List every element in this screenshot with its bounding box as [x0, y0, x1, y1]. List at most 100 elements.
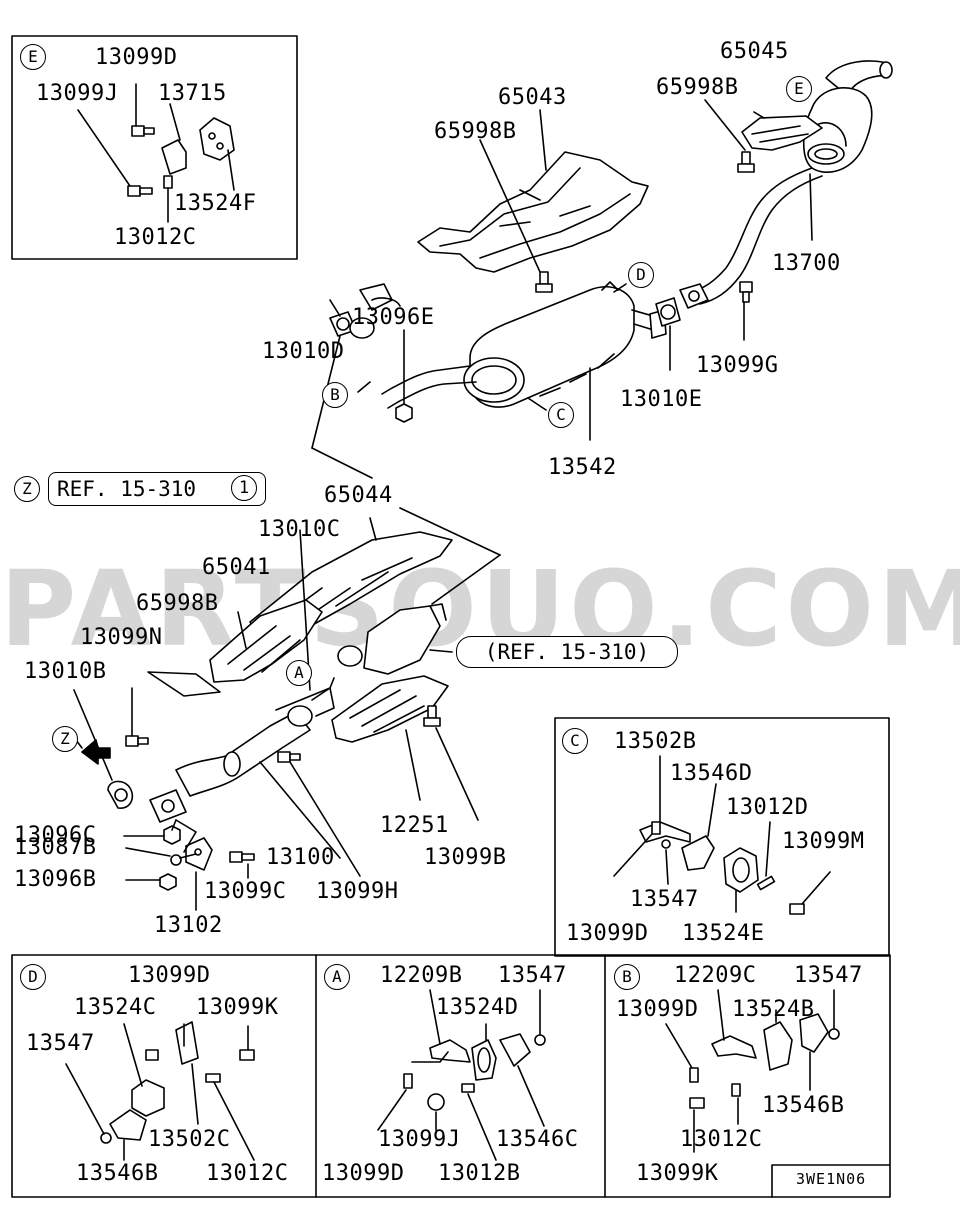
- part-12209C-b[interactable]: 12209C: [674, 963, 757, 988]
- inset-c-parts: [613, 755, 831, 915]
- part-13099K-d[interactable]: 13099K: [196, 995, 279, 1020]
- part-13542[interactable]: 13542: [548, 455, 617, 480]
- part-13012D-c[interactable]: 13012D: [726, 795, 809, 820]
- inset-bottom-frame: [11, 954, 891, 1198]
- part-13010E[interactable]: 13010E: [620, 387, 703, 412]
- callout-Z-ref: Z: [14, 476, 40, 502]
- callout-A: A: [286, 660, 312, 686]
- part-13010C[interactable]: 13010C: [258, 517, 341, 542]
- callout-E-inset: E: [20, 44, 46, 70]
- main-muffler-13542: [381, 281, 667, 409]
- callout-Z: Z: [52, 726, 78, 752]
- part-65998B-mid[interactable]: 65998B: [434, 119, 517, 144]
- ref-catalyst-box[interactable]: (REF. 15-310): [456, 636, 678, 668]
- part-13546B-b[interactable]: 13546B: [762, 1093, 845, 1118]
- part-13012B-a[interactable]: 13012B: [438, 1161, 521, 1186]
- callout-B: B: [322, 382, 348, 408]
- part-13099C[interactable]: 13099C: [204, 879, 287, 904]
- part-13099D-c[interactable]: 13099D: [566, 921, 649, 946]
- part-13012C-e[interactable]: 13012C: [114, 225, 197, 250]
- part-13099N[interactable]: 13099N: [80, 625, 163, 650]
- callout-D: D: [628, 262, 654, 288]
- inset-e-frame: [11, 35, 298, 260]
- part-13547-d[interactable]: 13547: [26, 1031, 95, 1056]
- part-13099D-e[interactable]: 13099D: [95, 45, 178, 70]
- gasket-13010E: [655, 297, 681, 327]
- part-65045[interactable]: 65045: [720, 39, 789, 64]
- part-13099D-d[interactable]: 13099D: [128, 963, 211, 988]
- part-65044[interactable]: 65044: [324, 483, 393, 508]
- bolt-13099H: [277, 751, 301, 763]
- inset-c-frame: [554, 717, 890, 957]
- callout-E: E: [786, 76, 812, 102]
- bolt-13099G: [739, 281, 753, 303]
- part-13547-c[interactable]: 13547: [630, 887, 699, 912]
- inset-b-parts: [665, 989, 840, 1153]
- part-13099K-b[interactable]: 13099K: [636, 1161, 719, 1186]
- part-13547-b[interactable]: 13547: [794, 963, 863, 988]
- part-13099B[interactable]: 13099B: [424, 845, 507, 870]
- part-13547-a[interactable]: 13547: [498, 963, 567, 988]
- bolt-65998B-top: [737, 151, 755, 173]
- part-13099M-c[interactable]: 13099M: [782, 829, 865, 854]
- part-13502B-c[interactable]: 13502B: [614, 729, 697, 754]
- inset-d-parts: [65, 1021, 255, 1161]
- part-13700[interactable]: 13700: [772, 251, 841, 276]
- part-13546D-c[interactable]: 13546D: [670, 761, 753, 786]
- part-13010B[interactable]: 13010B: [24, 659, 107, 684]
- part-13715-e[interactable]: 13715: [158, 81, 227, 106]
- nut-13096C: [163, 825, 181, 845]
- callout-C-inset: C: [562, 728, 588, 754]
- part-13502C-d[interactable]: 13502C: [148, 1127, 231, 1152]
- nut-13096E: [395, 403, 413, 423]
- part-13010D[interactable]: 13010D: [262, 339, 345, 364]
- part-13524F-e[interactable]: 13524F: [174, 191, 257, 216]
- part-13099D-a[interactable]: 13099D: [322, 1161, 405, 1186]
- heat-protector-65043: [417, 151, 649, 273]
- part-13096C[interactable]: 13096C: [14, 823, 97, 848]
- front-pipe-13100: [149, 687, 335, 823]
- part-65043[interactable]: 65043: [498, 85, 567, 110]
- part-13524B-b[interactable]: 13524B: [732, 997, 815, 1022]
- ref-z-number: 1: [231, 475, 257, 501]
- gasket-13010B: [107, 780, 134, 809]
- part-13087B[interactable]: 13087B: [14, 835, 97, 860]
- part-13546C-a[interactable]: 13546C: [496, 1127, 579, 1152]
- part-12251[interactable]: 12251: [380, 813, 449, 838]
- part-13099J-e[interactable]: 13099J: [36, 81, 119, 106]
- part-12209B-a[interactable]: 12209B: [380, 963, 463, 988]
- part-13099J-a[interactable]: 13099J: [378, 1127, 461, 1152]
- part-13100[interactable]: 13100: [266, 845, 335, 870]
- bracket-13102: [185, 837, 213, 871]
- part-13524D-a[interactable]: 13524D: [436, 995, 519, 1020]
- bolt-13099N: [125, 735, 149, 747]
- part-13524E-c[interactable]: 13524E: [682, 921, 765, 946]
- callout-A-inset: A: [324, 964, 350, 990]
- part-65998B-top[interactable]: 65998B: [656, 75, 739, 100]
- part-13099G[interactable]: 13099G: [696, 353, 779, 378]
- part-65998B-low[interactable]: 65998B: [136, 591, 219, 616]
- heat-protector-65045: [741, 115, 823, 151]
- inset-e-parts: [77, 83, 235, 223]
- callout-C: C: [548, 402, 574, 428]
- part-13102[interactable]: 13102: [154, 913, 223, 938]
- bolt-13099C: [229, 851, 255, 863]
- ref-z-box[interactable]: REF. 15-310 1: [48, 472, 266, 506]
- part-13099H[interactable]: 13099H: [316, 879, 399, 904]
- part-13012C-b[interactable]: 13012C: [680, 1127, 763, 1152]
- inset-a-parts: [377, 989, 546, 1161]
- part-13012C-d[interactable]: 13012C: [206, 1161, 289, 1186]
- bolt-65998B-mid: [535, 271, 553, 293]
- diagram-code: 3WE1N06: [796, 1170, 867, 1188]
- part-13524C-d[interactable]: 13524C: [74, 995, 157, 1020]
- ref-z-text: REF. 15-310: [57, 477, 197, 501]
- part-13099D-b[interactable]: 13099D: [616, 997, 699, 1022]
- callout-B-inset: B: [614, 964, 640, 990]
- part-13096E[interactable]: 13096E: [352, 305, 435, 330]
- part-13096B[interactable]: 13096B: [14, 867, 97, 892]
- tail-pipe-13700: [679, 60, 893, 309]
- part-65041[interactable]: 65041: [202, 555, 271, 580]
- catalytic-converter: [337, 603, 447, 675]
- part-13546B-d[interactable]: 13546B: [76, 1161, 159, 1186]
